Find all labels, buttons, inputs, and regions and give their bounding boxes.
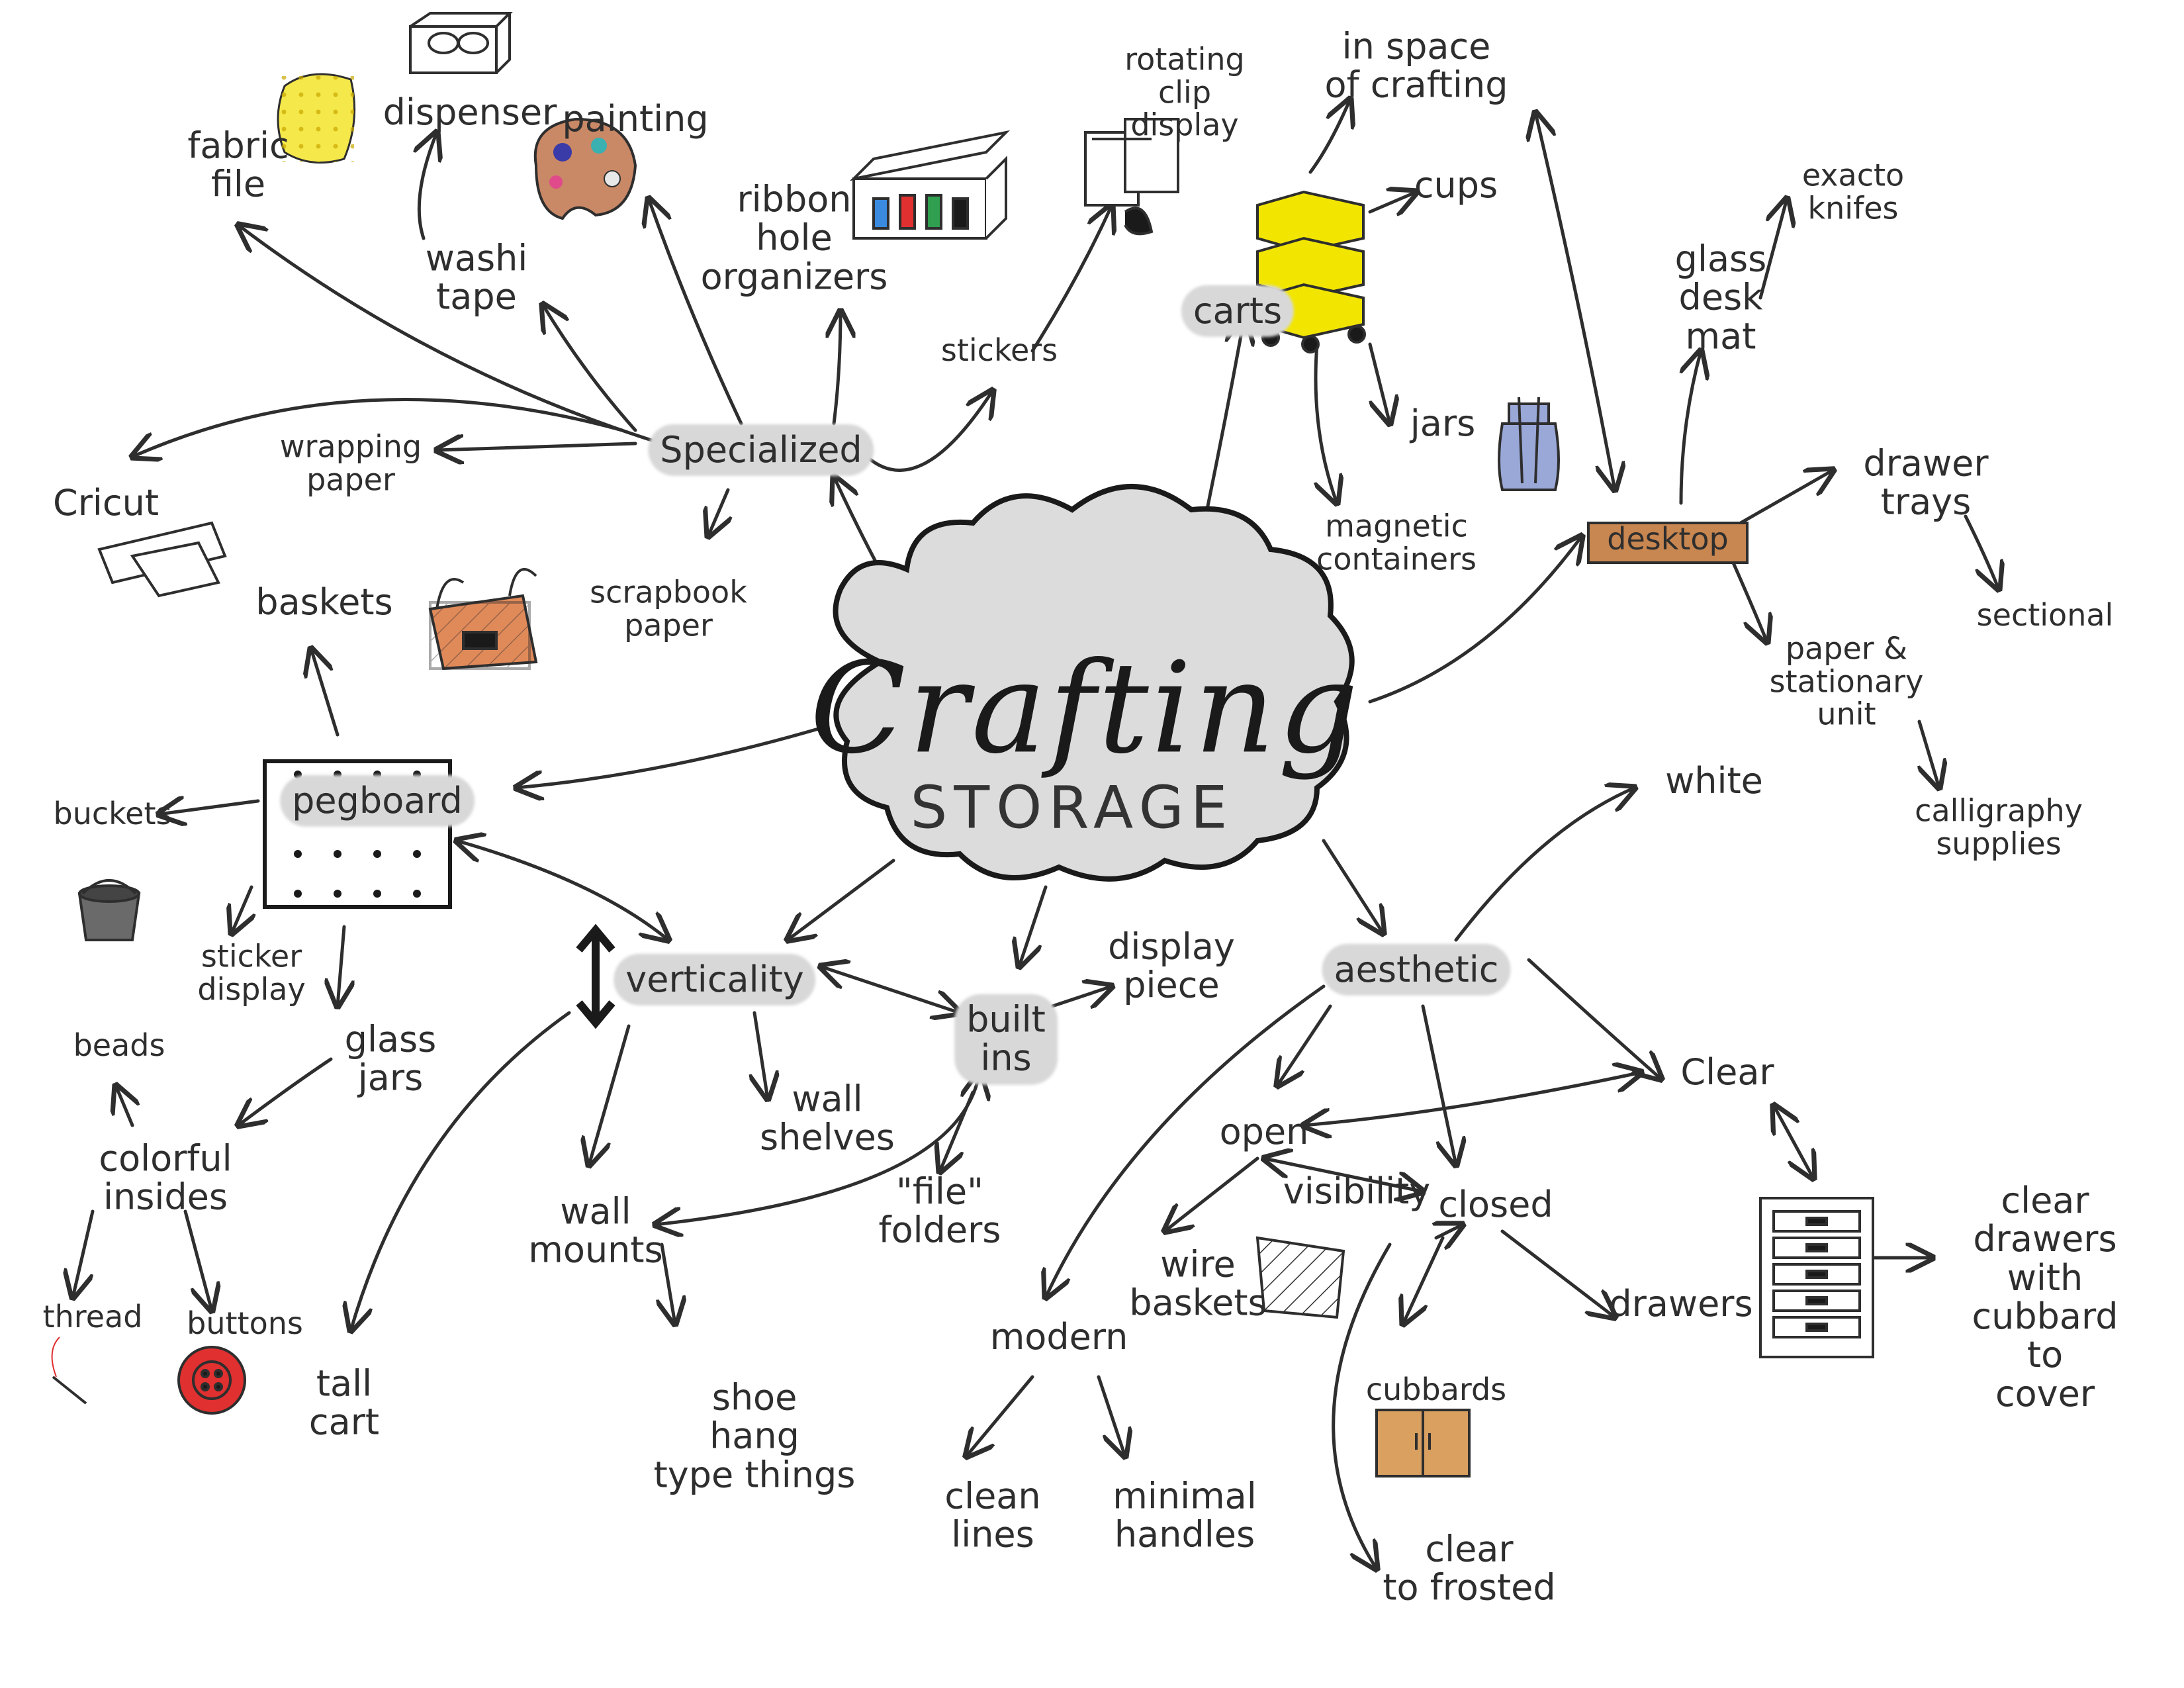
- node-scrapbook-paper: scrapbook paper: [590, 574, 747, 643]
- node-drawers: drawers: [1609, 1282, 1753, 1325]
- node-buttons: buttons: [187, 1305, 303, 1342]
- node-open: open: [1219, 1110, 1309, 1152]
- node-glass-desk-mat: glass desk mat: [1674, 238, 1767, 357]
- node-wrapping-paper: wrapping paper: [279, 428, 422, 497]
- node-cups: cups: [1414, 164, 1498, 206]
- node-in-space-of-crafting: in space of crafting: [1324, 25, 1508, 106]
- drawer-unit-icon: [1759, 1197, 1874, 1358]
- node-modern: modern: [989, 1315, 1128, 1358]
- center-title: Crafting: [809, 635, 1361, 782]
- node-cricut: Cricut: [53, 481, 159, 524]
- node-wire-baskets: wire baskets: [1129, 1243, 1267, 1324]
- node-paper-stationary-unit: paper & stationary unit: [1769, 630, 1924, 732]
- node-pegboard: pegboard: [292, 779, 463, 821]
- node-drawer-trays: drawer trays: [1863, 442, 1989, 523]
- node-white: white: [1665, 759, 1763, 802]
- node-stickers: stickers: [940, 332, 1058, 369]
- node-clear-to-frosted: clear to frosted: [1383, 1528, 1556, 1609]
- node-beads: beads: [73, 1027, 165, 1064]
- node-clear-drawers-cubbard: clear drawers with cubbard to cover: [1972, 1180, 2118, 1415]
- palette-icon: [533, 117, 637, 220]
- node-sticker-display: sticker display: [197, 938, 306, 1007]
- node-sectional: sectional: [1976, 597, 2114, 633]
- node-rotating-clip-display: rotating clip display: [1124, 41, 1245, 143]
- node-fabric-file: fabric file: [187, 124, 289, 205]
- vertical-arrow-icon: [576, 923, 615, 1029]
- node-ribbon-organizers: ribbon hole organizers: [700, 178, 888, 298]
- node-washi-tape: washi tape: [425, 237, 528, 318]
- node-specialized: Specialized: [660, 428, 862, 471]
- node-calligraphy-supplies: calligraphy supplies: [1915, 792, 2083, 861]
- node-built-ins: built ins: [966, 998, 1046, 1079]
- node-thread: thread: [42, 1299, 143, 1335]
- cubbard-icon: [1375, 1409, 1471, 1477]
- clip-display-icon: [1084, 118, 1179, 236]
- bucket-icon: [77, 879, 141, 941]
- needle-icon: [51, 1336, 87, 1405]
- center-cloud: [833, 484, 1355, 882]
- node-buckets: buckets: [53, 796, 172, 832]
- node-magnetic-containers: magnetic containers: [1316, 508, 1477, 577]
- node-cubbards: cubbards: [1365, 1372, 1507, 1408]
- cricut-icon: [97, 521, 227, 598]
- node-closed: closed: [1438, 1183, 1553, 1225]
- node-dispenser: dispenser: [383, 91, 557, 133]
- center-subtitle: STORAGE: [910, 773, 1234, 842]
- node-display-piece: display piece: [1108, 925, 1235, 1006]
- node-exacto-knifes: exacto knifes: [1801, 157, 1905, 226]
- node-wall-mounts: wall mounts: [528, 1190, 663, 1271]
- node-desktop: desktop: [1607, 521, 1729, 557]
- dispenser-icon: [409, 12, 513, 74]
- node-colorful-insides: colorful insides: [99, 1137, 232, 1218]
- node-baskets: baskets: [255, 581, 393, 623]
- node-shoe-hang: shoe hang type things: [653, 1376, 856, 1496]
- fabric-icon: [277, 73, 356, 164]
- node-verticality: verticality: [625, 958, 804, 1000]
- wire-basket-icon: [1255, 1236, 1345, 1319]
- node-wall-shelves: wall shelves: [760, 1078, 895, 1158]
- node-visibility: visibility: [1283, 1170, 1431, 1212]
- node-minimal-handles: minimal handles: [1113, 1475, 1257, 1556]
- node-jars: jars: [1410, 402, 1476, 444]
- node-clear: Clear: [1680, 1051, 1774, 1093]
- node-clean-lines: clean lines: [944, 1475, 1041, 1556]
- jar-icon: [1498, 397, 1560, 491]
- node-glass-jars: glass jars: [344, 1018, 437, 1099]
- node-aesthetic: aesthetic: [1334, 948, 1499, 990]
- ribbon-organizer-icon: [849, 130, 1011, 240]
- desktop-icon: [1587, 522, 1749, 564]
- node-painting: painting: [562, 97, 709, 140]
- node-carts: carts: [1193, 289, 1283, 332]
- node-file-folders: "file" folders: [878, 1170, 1001, 1251]
- node-tall-cart: tall cart: [308, 1362, 380, 1443]
- connector-arrows: [73, 99, 1999, 1569]
- button-icon: [177, 1346, 246, 1415]
- basket-icon: [428, 568, 538, 671]
